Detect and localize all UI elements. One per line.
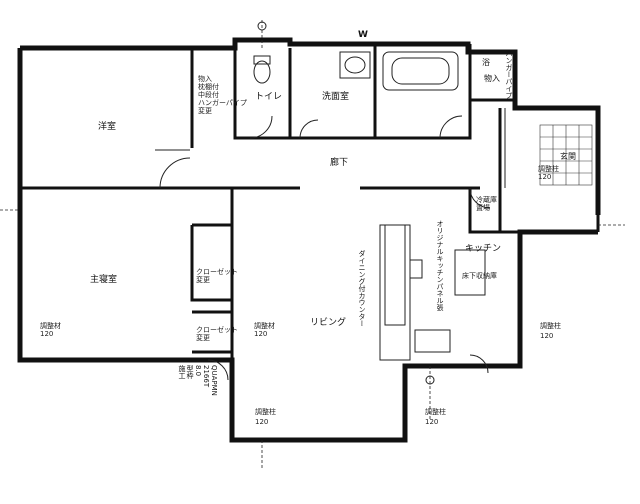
note-post-3-num: 120: [540, 332, 554, 340]
room-washroom: 洗面室: [322, 92, 350, 102]
room-closet-1: クローゼット 変更: [196, 268, 238, 284]
note-storage: 物入 枕棚付 中段付 ハンガーパイプ 変更: [198, 75, 247, 115]
note-bedwall: 調整材 120: [40, 322, 61, 338]
room-floor-storage: 床下収納庫: [462, 272, 497, 280]
interior-walls: [20, 44, 520, 360]
room-entrance: 玄関: [560, 152, 576, 161]
room-western: 洋室: [98, 122, 117, 132]
entrance-tiles: [539, 124, 593, 186]
room-hallway: 廊下: [330, 158, 349, 168]
doors: [155, 108, 506, 381]
kitchen-counter: [379, 224, 486, 361]
note-post-3: 調整柱: [540, 322, 561, 330]
compass-marks: [257, 21, 435, 385]
note-post-1: 調整柱: [255, 408, 276, 416]
note-post-2-num: 120: [425, 418, 439, 426]
note-entrance-post: 調整柱 120: [538, 165, 559, 181]
note-bedwall-2: 調整材 120: [254, 322, 275, 338]
note-post-2: 調整柱: [425, 408, 446, 416]
room-toilet: トイレ: [255, 92, 283, 102]
room-closet-2: クローゼット 変更: [196, 326, 238, 342]
room-bath: 浴: [482, 58, 490, 67]
room-storage: 物入: [484, 74, 500, 83]
note-post-1-num: 120: [255, 418, 269, 426]
guide-lines: [0, 20, 625, 470]
room-cold-storage: 冷蔵庫 置場: [476, 196, 497, 212]
bath-fixtures: [253, 51, 459, 91]
exterior-walls: [17, 37, 601, 443]
note-panel: オリジナルキッチンパネル張: [436, 220, 444, 311]
room-master: 主寝室: [90, 275, 118, 285]
note-monoroom: QUAPMN 2166T 8.0 型枠 施工: [178, 365, 218, 396]
room-living: リビング: [310, 318, 347, 328]
note-counter: ダイニング付カウンター: [358, 250, 366, 327]
room-kitchen: キッチン: [465, 244, 502, 254]
compass-label: W: [358, 30, 368, 40]
note-hanger: ハンガーパイプ: [505, 50, 513, 99]
